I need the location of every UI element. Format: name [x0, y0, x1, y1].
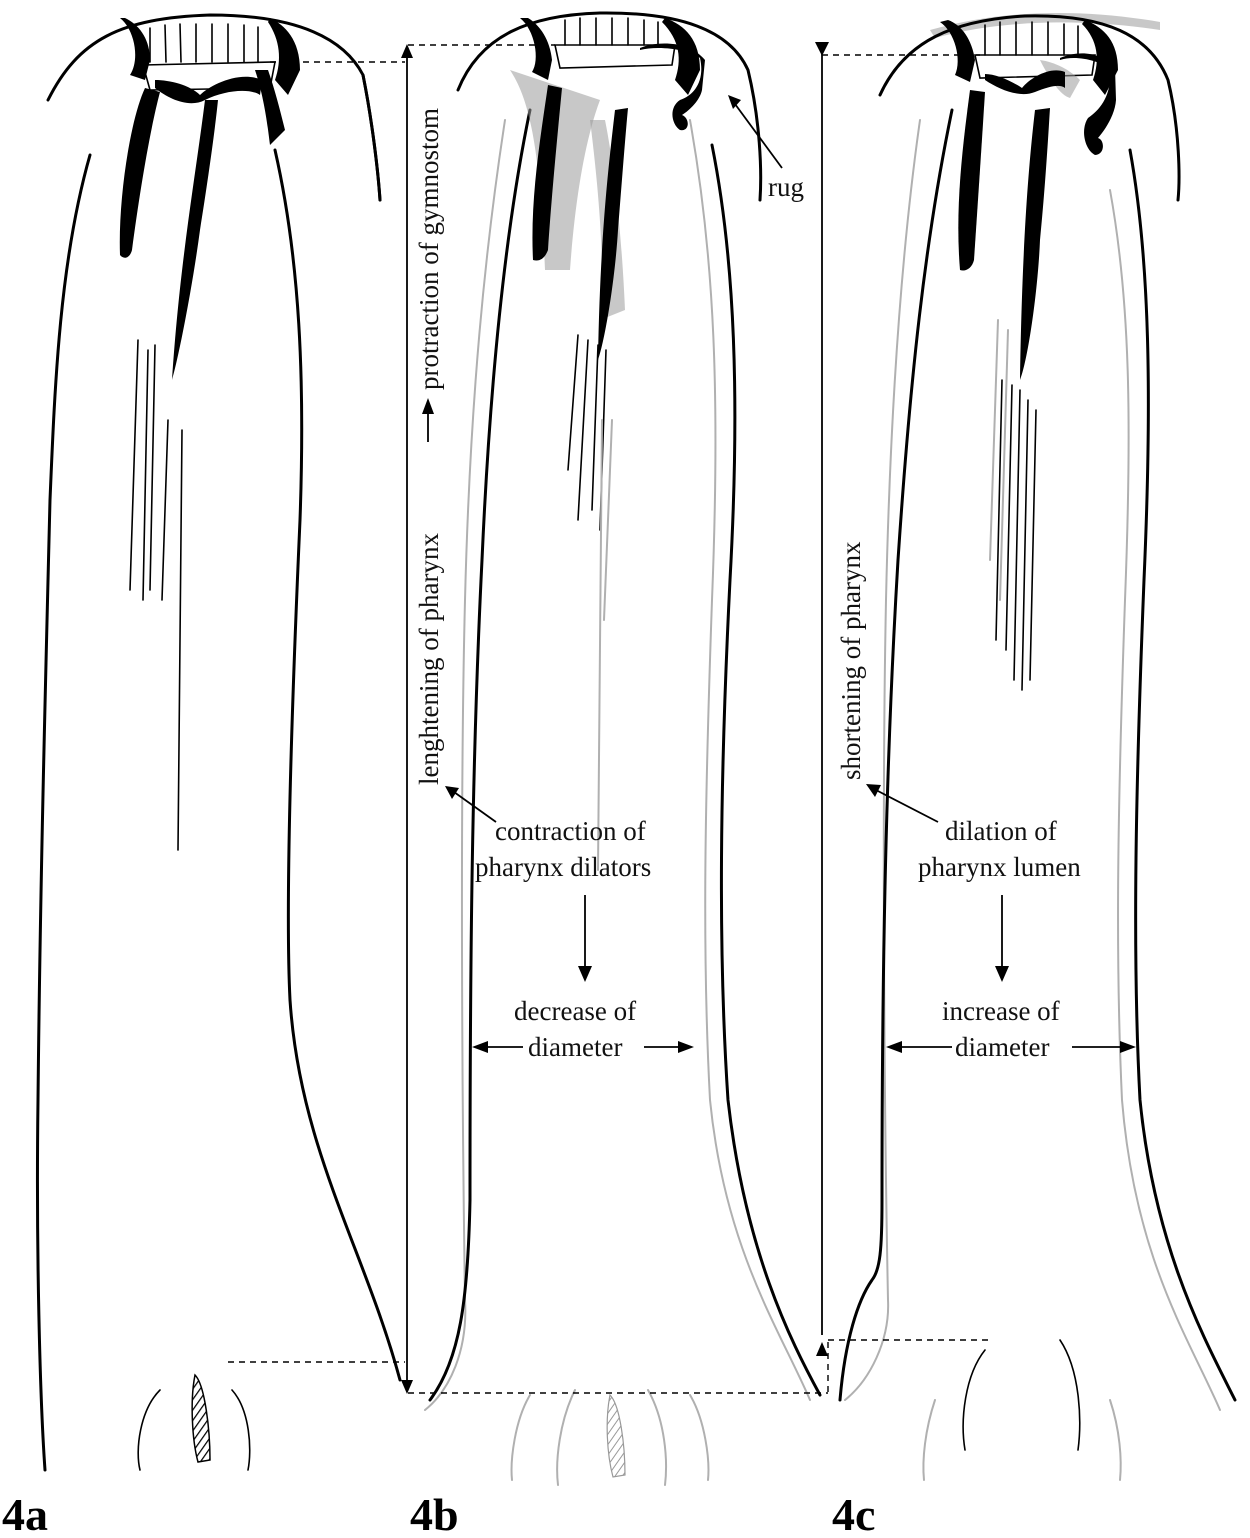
body-wall-left: [37, 155, 90, 1470]
label-decrease-line1: decrease of: [514, 996, 636, 1026]
label-dilation-line2: pharynx lumen: [918, 852, 1081, 882]
body-wall-left-4b: [430, 110, 530, 1400]
label-increase-line1: increase of: [942, 996, 1060, 1026]
label-rug: rug: [768, 172, 804, 202]
ghost-outline-right-4b: [690, 120, 810, 1400]
label-increase-line2: diameter: [955, 1032, 1049, 1062]
hatched-body: [192, 1375, 210, 1462]
panel-4a: 4a: [2, 15, 405, 1538]
dilation-arrow: [876, 790, 938, 822]
shortening-arrow-head-bottom: [816, 1342, 828, 1356]
body-wall-right: [275, 150, 400, 1380]
shortening-arrow-head-top: [815, 42, 829, 56]
panel-label-4a: 4a: [2, 1489, 48, 1538]
gymnostom: [150, 24, 258, 62]
pharynx-striations: [130, 340, 182, 850]
rug-arrow: [735, 104, 782, 168]
label-lenghtening: lenghtening of pharynx: [414, 533, 444, 785]
panel-4b: lenghtening of pharynx protraction of gy…: [401, 13, 828, 1538]
lengthening-arrow-head-top: [401, 44, 413, 58]
pharynx-striations-4b: [568, 335, 612, 870]
lengthening-arrow-head-bottom: [401, 1380, 413, 1394]
label-contraction-line2: pharynx dilators: [475, 852, 651, 882]
label-contraction-line1: contraction of: [495, 816, 646, 846]
body-wall-right-4c: [1130, 150, 1235, 1400]
panel-label-4c: 4c: [832, 1489, 875, 1538]
cardia-right-arc: [232, 1390, 250, 1470]
hatched-body-4b: [607, 1395, 625, 1477]
label-protraction: protraction of gymnostom: [414, 108, 444, 390]
panel-label-4b: 4b: [410, 1489, 459, 1538]
pharynx-striations-4c: [990, 320, 1036, 690]
pharynx-dilator-1: [120, 88, 160, 258]
label-decrease-line2: diameter: [528, 1032, 622, 1062]
body-wall-right-4b: [712, 145, 820, 1395]
label-shortening: shortening of pharynx: [836, 541, 866, 780]
pharynx-dilator-2: [172, 100, 218, 380]
panel-4c: shortening of pharynx dilation of pharyn…: [815, 13, 1235, 1538]
body-outline-right-upper: [363, 75, 380, 200]
label-dilation-line1: dilation of: [945, 816, 1057, 846]
cardia-left-arc: [138, 1390, 160, 1470]
